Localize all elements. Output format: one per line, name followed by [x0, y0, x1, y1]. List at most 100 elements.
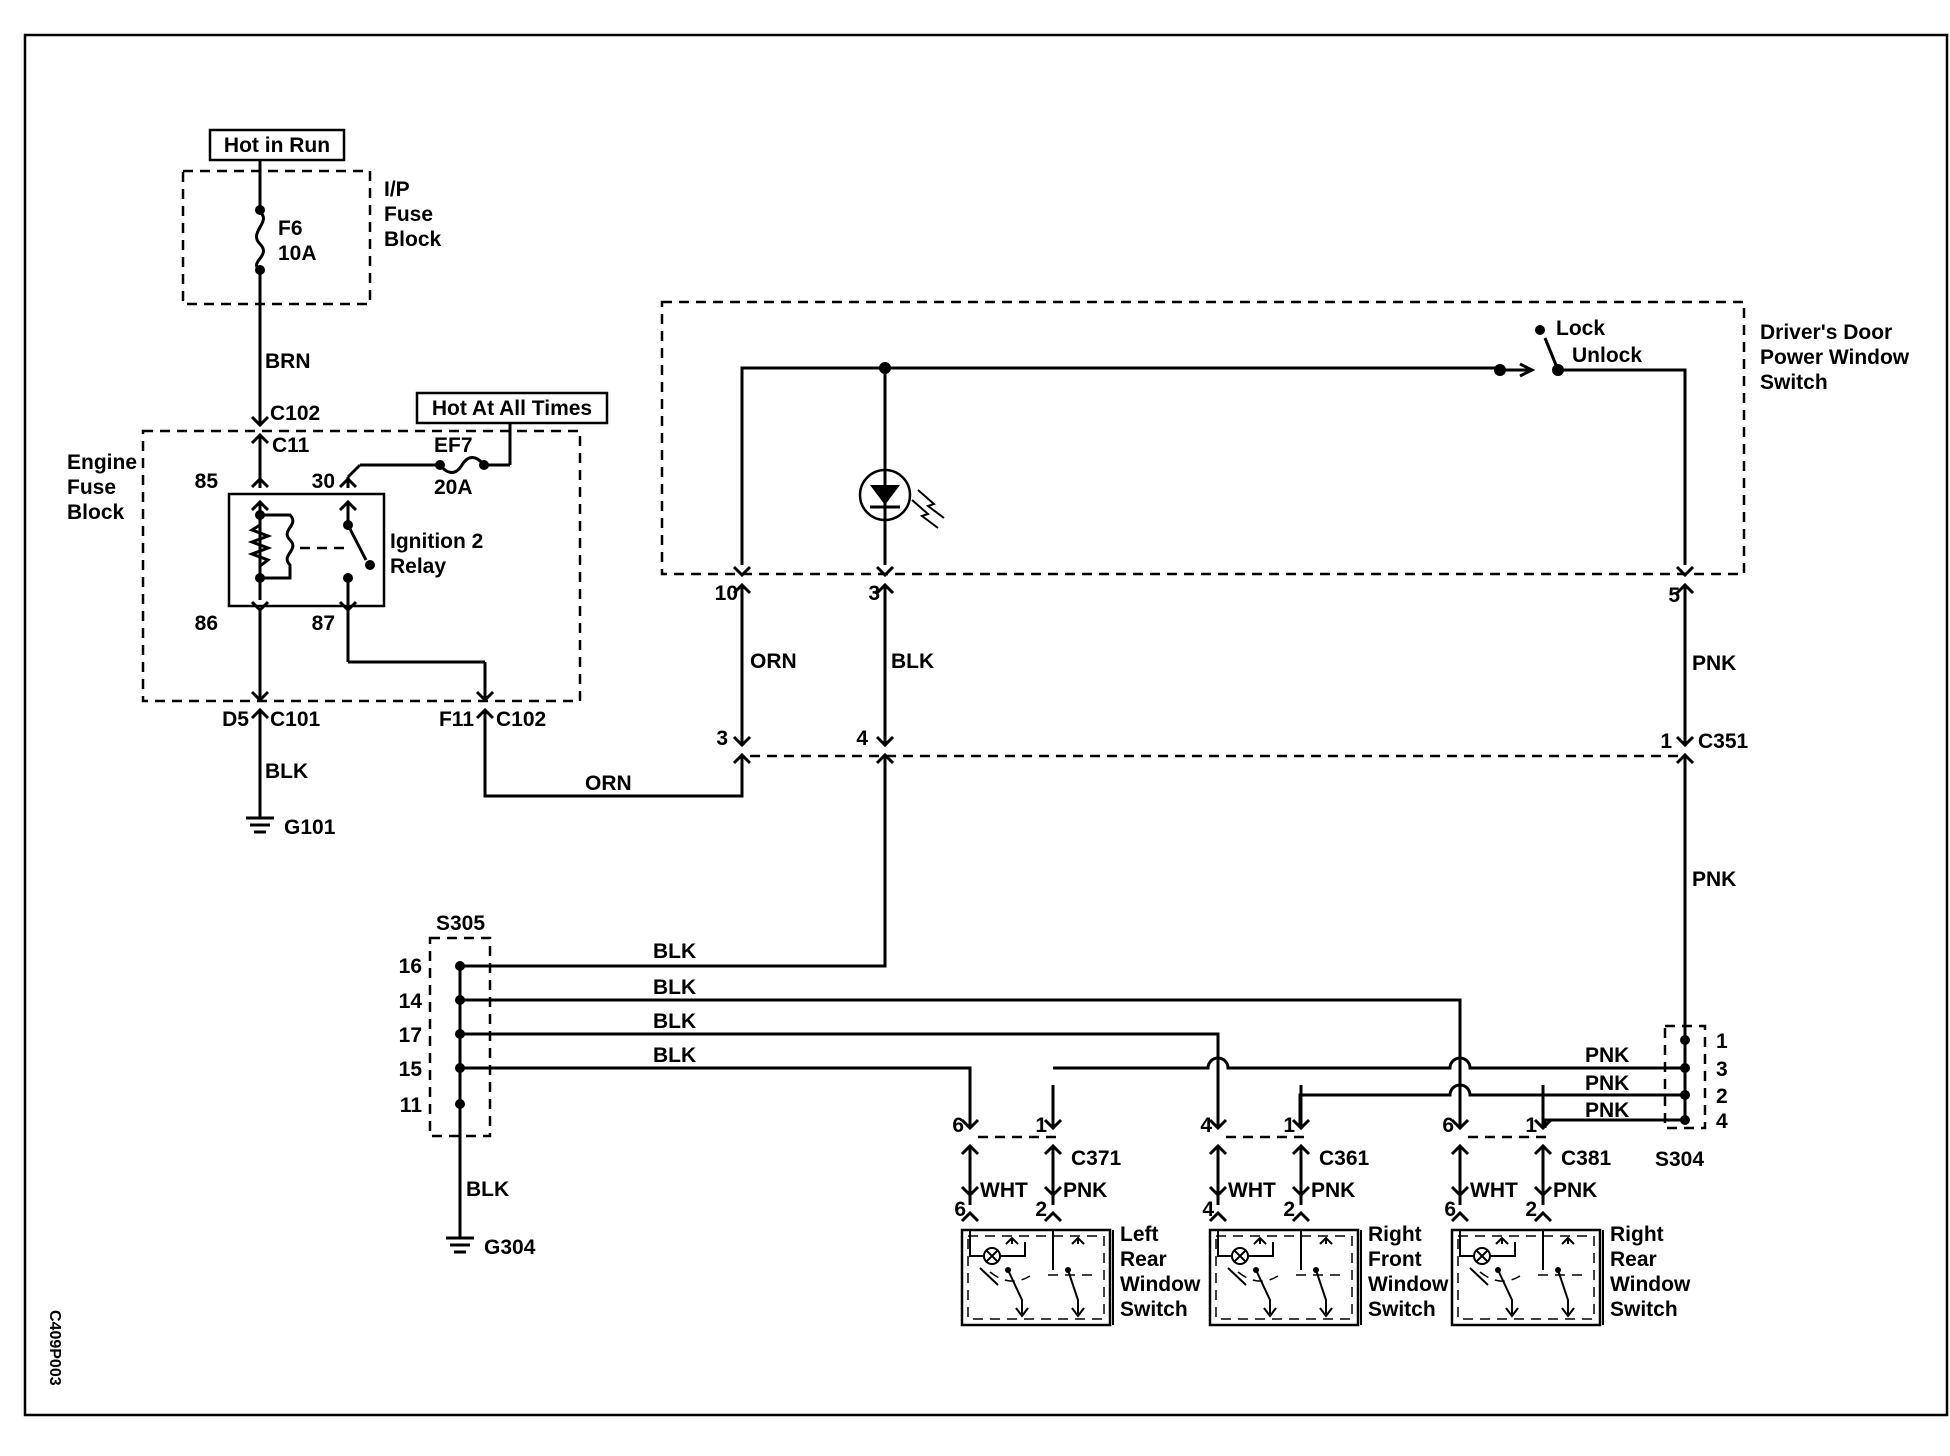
relay-switch-contact — [346, 524, 368, 561]
s304-splice — [1663, 1024, 1707, 1130]
connector-pin — [1043, 1210, 1063, 1223]
window-switch-name: Rear — [1610, 1248, 1657, 1271]
up-contact-icon — [1495, 1236, 1509, 1245]
up-contact-icon — [1561, 1236, 1575, 1245]
orn-vertical-label: ORN — [750, 650, 797, 673]
down-contact-icon — [1255, 1269, 1271, 1314]
blk-wire-14 — [460, 998, 1462, 1128]
wht-label: WHT — [1228, 1179, 1276, 1202]
drivers-door-switch-outline — [660, 300, 1746, 576]
connector-pin-label: 1 — [1525, 1114, 1537, 1137]
window-switch-name: Window — [1610, 1273, 1691, 1296]
pin-3-top-label: 3 — [868, 582, 880, 605]
switch-pin-label: 2 — [1525, 1198, 1537, 1221]
connector-pin-label: 1 — [1283, 1114, 1295, 1137]
engine-fuse-block-outline — [141, 429, 582, 703]
connector-pin — [1450, 1118, 1470, 1131]
pnk-wire-label-3: PNK — [1585, 1099, 1629, 1122]
blk-s305-ground-label: BLK — [466, 1178, 509, 1201]
window-switch-name: Right — [1610, 1223, 1664, 1246]
down-contact-icon — [1315, 1269, 1327, 1314]
relay-coil-resistor-icon — [247, 515, 273, 578]
connector-pin — [1450, 1185, 1470, 1198]
orn-wire-to-c351 — [483, 710, 744, 798]
window-switch-body — [1450, 1228, 1602, 1327]
window-switch-name: Rear — [1120, 1248, 1167, 1271]
pnk-route-c361 — [1298, 1083, 1685, 1128]
s305-pin-15: 15 — [399, 1058, 423, 1081]
fuse-f6-label: F6 — [278, 217, 303, 240]
blk-vertical-label: BLK — [891, 650, 934, 673]
pnk-label: PNK — [1063, 1179, 1107, 1202]
connector-pin — [1208, 1185, 1228, 1198]
c11-label: C11 — [272, 434, 310, 457]
s305-splice — [428, 936, 492, 1138]
down-contact-icon — [1497, 1269, 1513, 1314]
driver-switch-bus-wire — [740, 366, 1500, 565]
connector-pin — [960, 1118, 980, 1131]
up-contact-icon — [1005, 1236, 1019, 1245]
connector-pin — [960, 1210, 980, 1223]
connector-label: C371 — [1071, 1147, 1122, 1170]
c101-label: C101 — [270, 708, 321, 731]
s304-pin-2: 2 — [1716, 1085, 1728, 1108]
s305-pin-16: 16 — [399, 955, 422, 978]
s305-pin-17: 17 — [399, 1024, 422, 1047]
blk-wire-16 — [460, 755, 887, 968]
wht-label: WHT — [1470, 1179, 1518, 1202]
fuse-ef7-label: EF7 — [434, 434, 473, 457]
window-switch-name: Front — [1368, 1248, 1422, 1271]
connector-pin — [1043, 1185, 1063, 1198]
c351-pin-3-label: 3 — [716, 727, 728, 750]
c351-label: C351 — [1698, 730, 1749, 753]
switch-pin-label: 6 — [954, 1198, 966, 1221]
window-switch-name: Right — [1368, 1223, 1422, 1246]
window-switch-name: Window — [1120, 1273, 1201, 1296]
window-switch-name: Switch — [1368, 1298, 1436, 1321]
s304-label: S304 — [1655, 1148, 1704, 1171]
ip-fuse-block-outline — [181, 169, 372, 306]
connector-pin — [1533, 1210, 1553, 1223]
c351-pin-1-label: 1 — [1660, 730, 1672, 753]
switch-pin-label: 2 — [1283, 1198, 1295, 1221]
pnk-route-c371-a — [1063, 1056, 1685, 1070]
hot-in-run-label: Hot in Run — [224, 134, 330, 157]
connector-label: C361 — [1319, 1147, 1370, 1170]
blk-wire-label-4: BLK — [653, 1044, 696, 1067]
window-switch-body — [960, 1228, 1112, 1327]
g304-label: G304 — [484, 1236, 536, 1259]
down-contact-icon — [1067, 1269, 1079, 1314]
lock-label: Lock — [1556, 317, 1605, 340]
f11-label: F11 — [439, 708, 474, 731]
pin-5-label: 5 — [1668, 584, 1680, 607]
page-border — [23, 33, 1949, 1417]
hot-at-all-times-box — [415, 391, 609, 425]
drivers-switch-label-3: Switch — [1760, 371, 1828, 394]
pnk-vertical-label: PNK — [1692, 652, 1736, 675]
blk-ground-label: BLK — [265, 760, 308, 783]
c102-top-label: C102 — [270, 402, 320, 425]
window-switch-name: Left — [1120, 1223, 1159, 1246]
pnk-route-c381 — [1543, 1118, 1685, 1128]
d5-label: D5 — [222, 708, 249, 731]
down-contact-icon — [1557, 1269, 1569, 1314]
pnk-wire-label-2: PNK — [1585, 1072, 1629, 1095]
figure-code: C409P003 — [46, 1310, 63, 1386]
pnk-label: PNK — [1553, 1179, 1597, 1202]
brn-label: BRN — [265, 350, 311, 373]
c102-bottom-label: C102 — [496, 708, 546, 731]
window-switch-body — [1208, 1228, 1360, 1327]
window-switch-name: Switch — [1610, 1298, 1678, 1321]
s304-pin-4: 4 — [1716, 1110, 1728, 1133]
pin-85-label: 85 — [195, 470, 219, 493]
s305-pin-14: 14 — [399, 990, 423, 1013]
unlock-label: Unlock — [1572, 344, 1642, 367]
orn-bottom-label: ORN — [585, 772, 632, 795]
engine-fuse-block-label-1: Engine — [67, 451, 137, 474]
connector-pin — [1450, 1210, 1470, 1223]
s304-pin-3: 3 — [1716, 1058, 1728, 1081]
connector-label: C381 — [1561, 1147, 1612, 1170]
blk-wire-label-1: BLK — [653, 940, 696, 963]
